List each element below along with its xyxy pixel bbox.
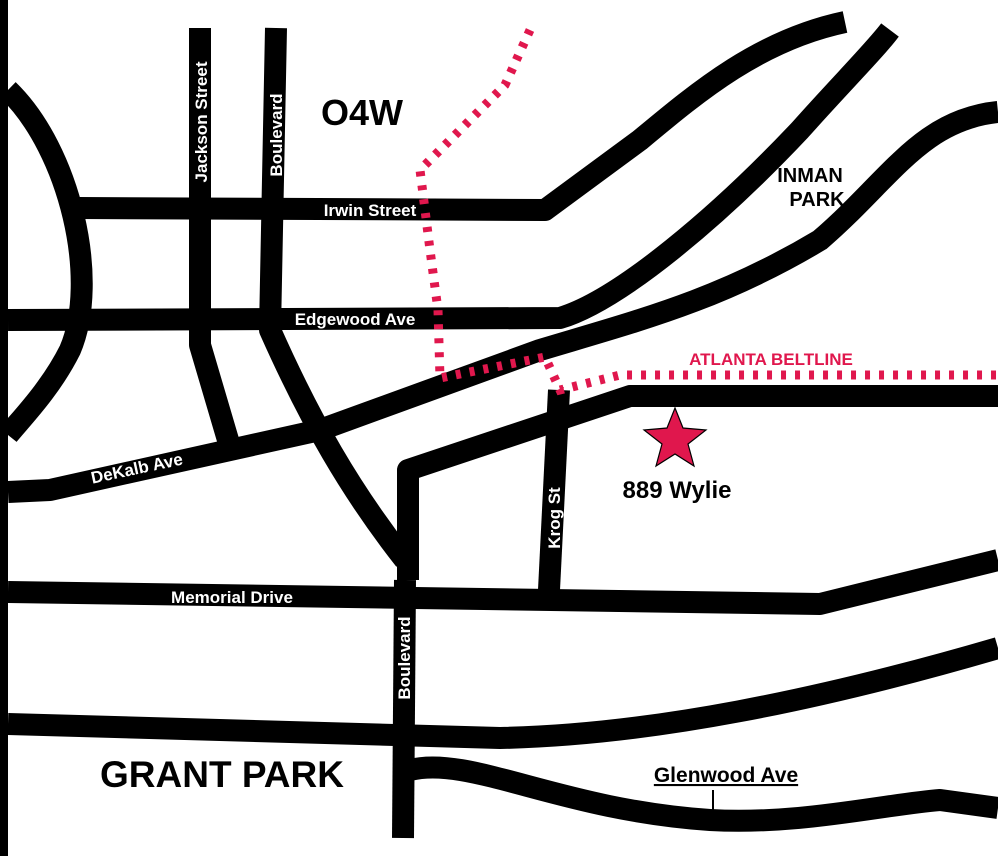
road-jackson-street (189, 28, 239, 444)
marker-label: 889 Wylie (623, 477, 732, 504)
marker-889-wylie[interactable]: 889 Wylie (623, 406, 732, 504)
label-boulevard-south: Boulevard (395, 616, 414, 699)
neighborhood-o4w: O4W (321, 92, 403, 133)
star-icon (642, 406, 708, 468)
neighborhood-grant-park: GRANT PARK (100, 754, 344, 795)
label-edgewood-ave: Edgewood Ave (295, 310, 416, 329)
neighborhood-inman-park-line1: INMAN (777, 165, 843, 187)
road-dekalb-ave (7, 101, 998, 503)
roads (0, 11, 998, 839)
road-irwin-street (77, 11, 848, 221)
road-boulevard-south (392, 579, 416, 839)
label-atlanta-beltline: ATLANTA BELTLINE (689, 350, 853, 369)
road-glenwood-ave (407, 756, 998, 832)
road-south-main (7, 637, 998, 749)
road-krog-st (538, 389, 570, 591)
road-memorial-drive (7, 549, 998, 615)
label-memorial-drive: Memorial Drive (171, 588, 293, 607)
label-jackson-street: Jackson Street (192, 61, 211, 182)
label-boulevard-north: Boulevard (267, 93, 286, 176)
label-irwin-street: Irwin Street (324, 201, 417, 220)
road-boulevard-north (259, 27, 414, 567)
road-wylie (397, 385, 998, 580)
road-edgewood-ave (7, 23, 899, 331)
label-krog-st: Krog St (545, 487, 564, 549)
label-glenwood-ave: Glenwood Ave (654, 764, 798, 787)
neighborhood-inman-park-line2: PARK (789, 189, 845, 211)
